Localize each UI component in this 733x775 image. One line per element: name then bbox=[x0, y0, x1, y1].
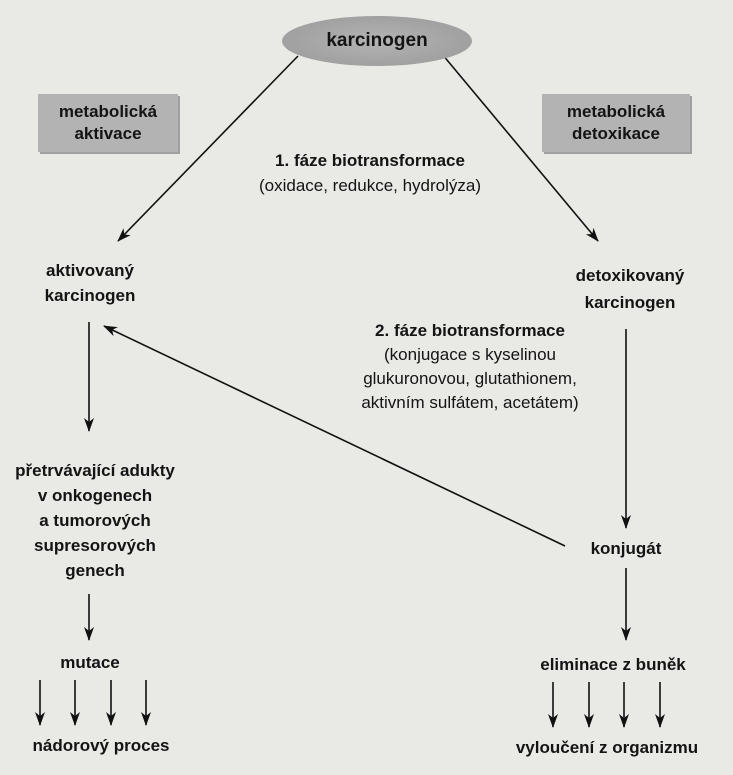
mutation-label: mutace bbox=[60, 653, 120, 672]
metabolic-activation-box: metabolická aktivace bbox=[38, 94, 178, 152]
detoxified-line2: karcinogen bbox=[584, 293, 676, 312]
tumor-process-label: nádorový proces bbox=[32, 736, 170, 755]
arrow-to-detoxified bbox=[441, 53, 599, 242]
phase1-detail: (oxidace, redukce, hydrolýza) bbox=[258, 176, 482, 195]
elimination-cells-label: eliminace z buněk bbox=[540, 655, 686, 674]
adducts-line4: supresorových bbox=[34, 536, 156, 555]
elimination-body-node: vyloučení z organizmu bbox=[484, 737, 730, 759]
conjugate-node: konjugát bbox=[566, 538, 686, 560]
metabolic-detoxification-box: metabolická detoxikace bbox=[542, 94, 690, 152]
phase2-block: 2. fáze biotransformace (konjugace s kys… bbox=[300, 319, 640, 415]
carcinogen-node: karcinogen bbox=[282, 16, 472, 66]
phase1-title: 1. fáze biotransformace bbox=[275, 151, 465, 170]
activated-line1: aktivovaný bbox=[46, 261, 134, 280]
conjugate-label: konjugát bbox=[590, 539, 662, 558]
elimination-cells-node: eliminace z buněk bbox=[508, 654, 718, 676]
adducts-line2: v onkogenech bbox=[37, 486, 153, 505]
metabolic-activation-line1: metabolická bbox=[58, 102, 158, 121]
phase2-detail-line1: (konjugace s kyselinou bbox=[384, 345, 556, 364]
adducts-line3: a tumorových bbox=[39, 511, 151, 530]
mutation-node: mutace bbox=[20, 652, 160, 674]
activated-carcinogen-node: aktivovaný karcinogen bbox=[10, 258, 170, 308]
metabolic-detoxification-line2: detoxikace bbox=[572, 124, 660, 143]
elimination-body-label: vyloučení z organizmu bbox=[515, 738, 699, 757]
adducts-line5: genech bbox=[65, 561, 125, 580]
phase1-block: 1. fáze biotransformace (oxidace, redukc… bbox=[200, 150, 540, 197]
metabolic-activation-line2: aktivace bbox=[74, 124, 142, 143]
activated-line2: karcinogen bbox=[44, 286, 136, 305]
detoxified-carcinogen-node: detoxikovaný karcinogen bbox=[540, 262, 720, 316]
detoxified-line1: detoxikovaný bbox=[575, 266, 685, 285]
adducts-line1: přetrvávající adukty bbox=[15, 461, 175, 480]
phase2-detail-line3: aktivním sulfátem, acetátem) bbox=[361, 393, 579, 412]
phase2-title: 2. fáze biotransformace bbox=[375, 321, 565, 340]
metabolic-detoxification-line1: metabolická bbox=[566, 102, 666, 121]
arrow-to-activated bbox=[117, 55, 299, 242]
phase2-detail-line2: glukuronovou, glutathionem, bbox=[363, 369, 577, 388]
carcinogen-label: karcinogen bbox=[326, 30, 428, 51]
tumor-process-node: nádorový proces bbox=[6, 735, 196, 757]
adducts-node: přetrvávající adukty v onkogenech a tumo… bbox=[0, 458, 190, 583]
arrow-conjugate-to-activated bbox=[103, 325, 566, 547]
